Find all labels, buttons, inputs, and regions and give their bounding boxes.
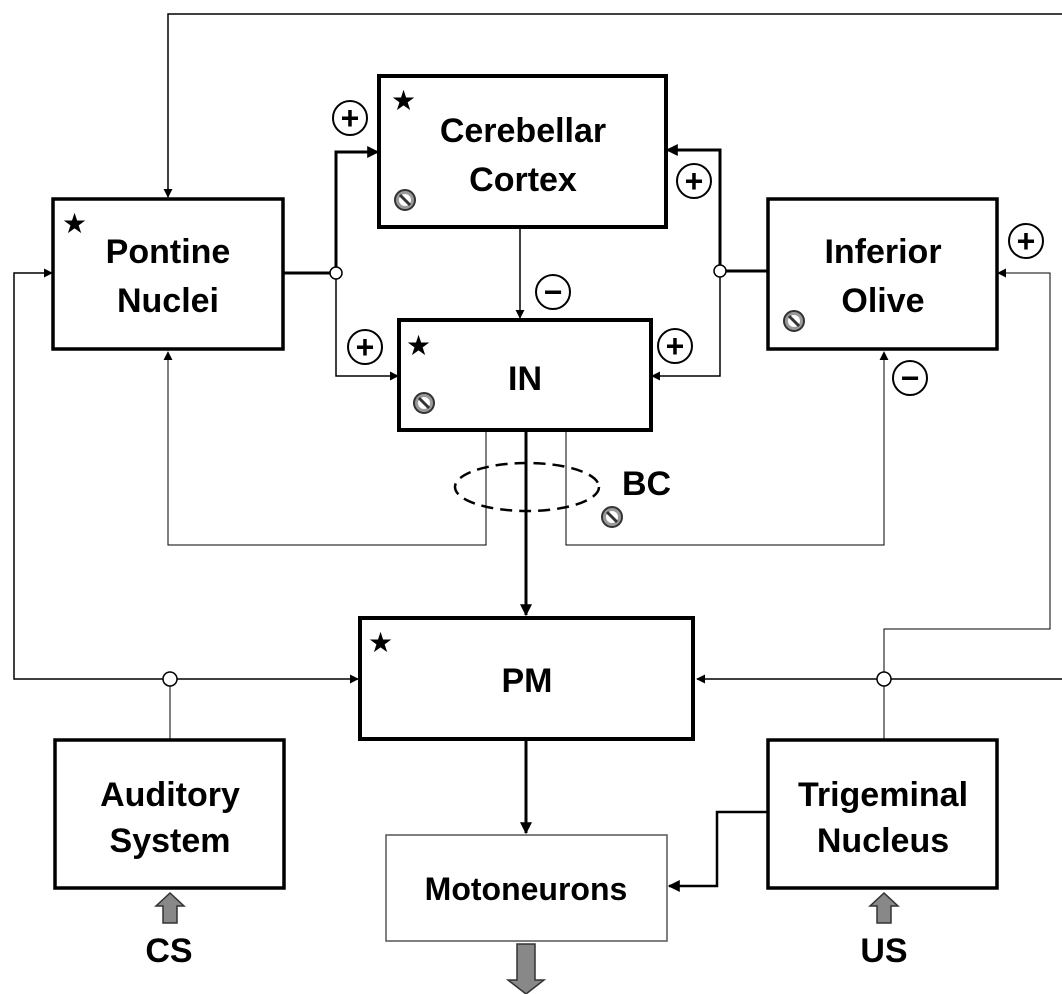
circle-slash-icon: [782, 309, 806, 333]
circle-slash-icon: [393, 188, 417, 212]
auditory-junction: [162, 671, 178, 687]
plus-sign-pontine-in: +: [347, 329, 383, 365]
trigeminal-to-motoneurons-line: [667, 810, 767, 892]
pontine-junction: [329, 266, 343, 280]
motor-output-arrow: [505, 943, 547, 994]
olive-to-cortex-line: [665, 144, 722, 265]
cerebellar-cortex-label-2: Cortex: [469, 161, 577, 199]
interpositus-label: IN: [508, 360, 542, 398]
motoneurons-label: Motoneurons: [425, 871, 628, 907]
brachium-ellipse: [453, 461, 601, 513]
minus-sign-cortex-in: −: [535, 274, 571, 310]
us-label: US: [860, 932, 907, 970]
cs-input-arrow: [154, 891, 186, 924]
olive-to-in-line: [651, 277, 721, 381]
pontine-nuclei-label-1: Pontine: [106, 233, 231, 271]
cerebellar-cortex-box: ★ Cerebellar Cortex: [377, 74, 668, 229]
svg-text:+: +: [666, 328, 685, 364]
circle-slash-icon: [412, 391, 436, 415]
cerebellar-cortex-label-1: Cerebellar: [440, 112, 606, 150]
auditory-system-label-2: System: [110, 822, 231, 860]
motoneurons-box: Motoneurons: [385, 834, 668, 942]
auditory-system-box: Auditory System: [53, 738, 286, 890]
pontine-nuclei-box: ★ Pontine Nuclei: [51, 197, 285, 351]
svg-text:+: +: [1017, 223, 1036, 259]
plus-sign-trigeminal-olive: +: [1008, 223, 1044, 259]
in-to-olive-line: [565, 351, 889, 546]
auditory-to-pontine-line: [13, 268, 164, 680]
minus-sign-in-olive: −: [892, 360, 928, 396]
brachium-label: BC: [622, 465, 671, 503]
pontine-to-in-line: [335, 279, 399, 381]
pontine-nuclei-label-2: Nuclei: [117, 282, 219, 320]
star-icon: ★: [391, 85, 416, 116]
trigeminal-junction: [876, 671, 892, 687]
inferior-olive-label-2: Olive: [841, 282, 924, 320]
plus-sign-olive-cortex: +: [676, 163, 712, 199]
trigeminal-to-olive-line: [883, 268, 1051, 673]
circle-slash-icon: [600, 505, 624, 529]
trigeminal-nucleus-label-2: Nucleus: [817, 822, 949, 860]
pontine-to-cortex-line: [334, 146, 380, 268]
star-icon: ★: [368, 627, 393, 658]
trigeminal-nucleus-label-1: Trigeminal: [798, 776, 968, 814]
svg-text:+: +: [685, 163, 704, 199]
auditory-system-label-1: Auditory: [100, 776, 240, 814]
svg-text:+: +: [341, 100, 360, 136]
plus-sign-pontine-cortex: +: [332, 100, 368, 136]
olive-junction: [713, 264, 727, 278]
interpositus-box: ★ IN: [397, 318, 653, 432]
us-input-arrow: [868, 891, 900, 924]
plus-sign-olive-in: +: [657, 328, 693, 364]
svg-text:+: +: [356, 329, 375, 365]
inferior-olive-label-1: Inferior: [824, 233, 941, 271]
trigeminal-nucleus-box: Trigeminal Nucleus: [766, 738, 999, 890]
top-loop-line: [163, 13, 1062, 198]
premotor-label: PM: [502, 662, 553, 700]
in-to-pontine-line: [163, 351, 487, 546]
inferior-olive-box: Inferior Olive: [766, 197, 999, 351]
cs-label: CS: [145, 932, 192, 970]
premotor-box: ★ PM: [358, 616, 695, 741]
svg-text:−: −: [544, 274, 563, 310]
svg-text:−: −: [901, 360, 920, 396]
star-icon: ★: [62, 208, 87, 239]
star-icon: ★: [406, 330, 431, 361]
